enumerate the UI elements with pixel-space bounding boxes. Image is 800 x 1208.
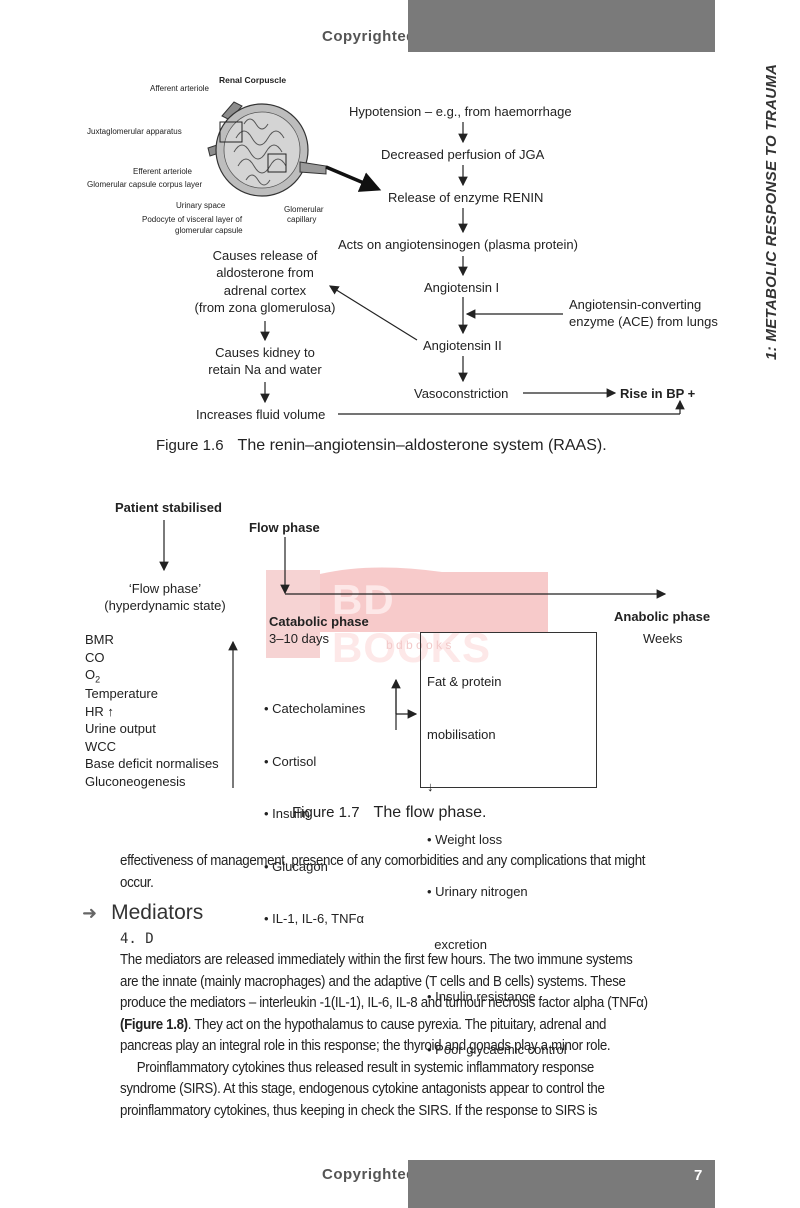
- figure-1-7-caption: Figure 1.7 The flow phase.: [292, 804, 487, 822]
- figure-1-7-number: Figure 1.7: [292, 804, 360, 821]
- hormone-item: • IL-1, IL-6, TNFα: [264, 910, 365, 928]
- figure-1-6-text: The renin–angiotensin–aldosterone system…: [238, 437, 607, 454]
- box-line: • Weight loss: [427, 831, 590, 849]
- raas-arrows: [0, 0, 800, 440]
- answer-label: 4. D: [120, 931, 154, 947]
- footer-bar: [408, 1160, 715, 1208]
- figure-1-6-number: Figure 1.6: [156, 437, 224, 454]
- paragraph-continuation: effectiveness of management, presence of…: [120, 851, 650, 894]
- paragraph-2: Proinflammatory cytokines thus released …: [120, 1058, 650, 1123]
- figure-1-8-reference[interactable]: (Figure 1.8): [120, 1017, 188, 1033]
- mediators-text: The mediators are released immediately w…: [120, 950, 650, 1122]
- section-heading: ➜ Mediators: [82, 901, 203, 925]
- figure-1-6-caption: Figure 1.6 The renin–angiotensin–aldoster…: [156, 437, 607, 455]
- flow-phase-arrows: [0, 480, 800, 810]
- footer-copyright: Copyrighted: [322, 1166, 416, 1183]
- arrow-right-icon: ➜: [82, 903, 97, 923]
- section-title: Mediators: [111, 901, 203, 924]
- paragraph-1: The mediators are released immediately w…: [120, 950, 650, 1058]
- figure-1-7-text: The flow phase.: [374, 804, 487, 821]
- page-number: 7: [694, 1167, 702, 1184]
